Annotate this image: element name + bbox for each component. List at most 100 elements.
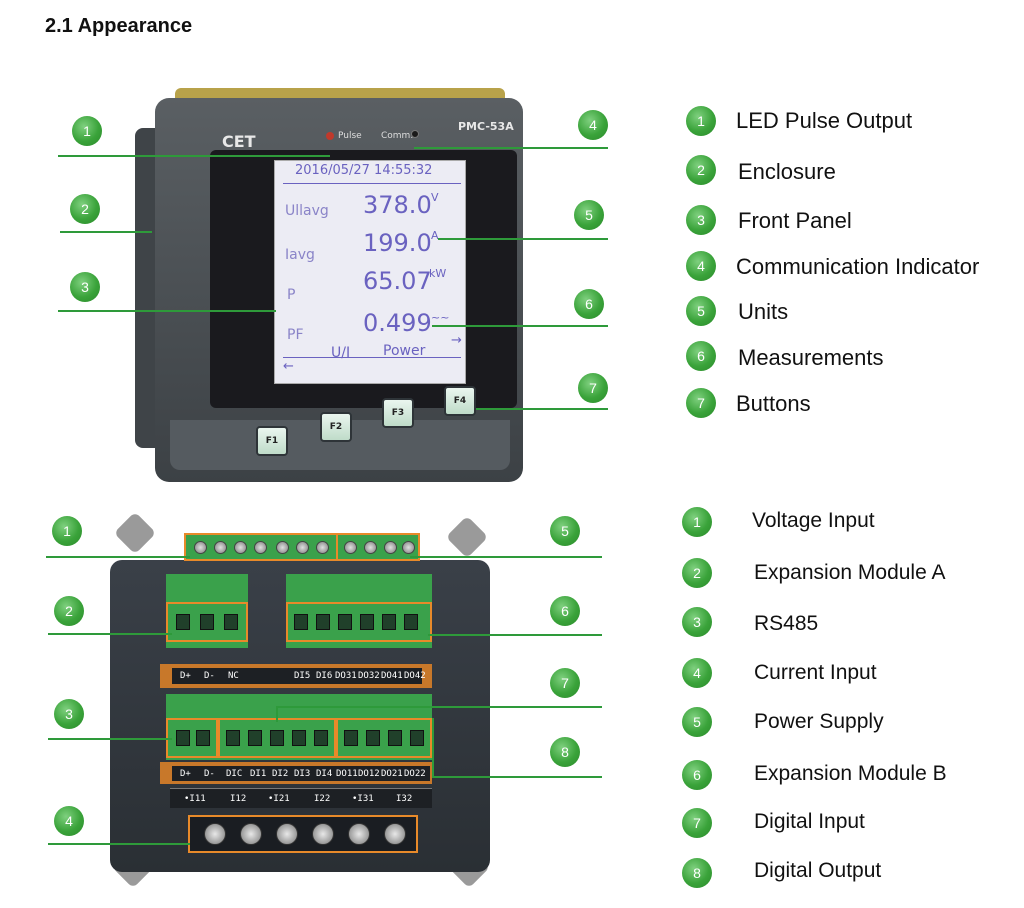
comm-led-label: Comm. xyxy=(381,131,414,141)
terminal-label: DO31 xyxy=(335,671,357,681)
lcd-datetime: 2016/05/27 14:55:32 xyxy=(295,163,433,178)
callout-line xyxy=(60,231,152,233)
screw xyxy=(194,541,207,554)
lcd-nav-tab-ui: U/I xyxy=(331,345,351,361)
terminal-label: DI1 xyxy=(250,769,267,779)
legend-badge: 7 xyxy=(682,808,712,838)
socket xyxy=(294,614,308,630)
screw xyxy=(384,823,406,845)
terminal-label: D+ xyxy=(180,769,191,779)
lcd-row-value: 65.07 xyxy=(363,267,432,295)
terminal-label: I22 xyxy=(314,794,331,804)
callout-line xyxy=(276,706,602,708)
callout-badge: 3 xyxy=(70,272,100,302)
callout-badge: 5 xyxy=(574,200,604,230)
screw xyxy=(240,823,262,845)
lcd-row-unit: V xyxy=(431,191,439,204)
lcd-divider xyxy=(283,357,461,358)
callout-line xyxy=(432,718,434,778)
callout-badge: 2 xyxy=(54,596,84,626)
legend-badge: 5 xyxy=(686,296,716,326)
current-input-terminal xyxy=(188,815,418,853)
socket xyxy=(338,614,352,630)
callout-line xyxy=(48,843,190,845)
callout-badge: 6 xyxy=(574,289,604,319)
socket xyxy=(176,614,190,630)
terminal-label: DI3 xyxy=(294,769,311,779)
screw xyxy=(296,541,309,554)
f3-key[interactable]: F3 xyxy=(382,398,414,428)
meter-logo: CET xyxy=(222,132,256,151)
callout-line xyxy=(46,556,190,558)
screw xyxy=(204,823,226,845)
socket xyxy=(316,614,330,630)
screw xyxy=(348,823,370,845)
divider xyxy=(336,533,338,561)
legend-label: RS485 xyxy=(754,612,819,635)
legend-label: Buttons xyxy=(736,391,811,416)
terminal-label: DIC xyxy=(226,769,243,779)
lcd-row-value: 378.0 xyxy=(363,191,432,219)
callout-line xyxy=(434,776,602,778)
bottom-label-plate xyxy=(172,766,430,781)
legend-label: Digital Input xyxy=(754,810,865,833)
socket xyxy=(248,730,262,746)
legend-label: Front Panel xyxy=(738,208,852,233)
callout-badge: 5 xyxy=(550,516,580,546)
callout-line xyxy=(58,155,330,157)
terminal-label: DI2 xyxy=(272,769,289,779)
expansion-module-b-terminal xyxy=(286,602,432,642)
callout-badge: 8 xyxy=(550,737,580,767)
terminal-label: DO41 xyxy=(381,671,403,681)
lcd-row-name: Ullavg xyxy=(285,203,329,219)
pulse-led-label: Pulse xyxy=(338,131,362,141)
callout-line xyxy=(432,325,608,327)
legend-badge: 2 xyxy=(686,155,716,185)
terminal-label: NC xyxy=(228,671,239,681)
f4-key[interactable]: F4 xyxy=(444,386,476,416)
section-title: 2.1 Appearance xyxy=(45,15,193,37)
lcd-nav-right-arrow: → xyxy=(451,333,462,348)
legend-badge: 4 xyxy=(686,251,716,281)
callout-line xyxy=(428,634,602,636)
lcd-row-unit: A xyxy=(431,229,439,242)
legend-label: Power Supply xyxy=(754,710,884,733)
legend-label: Communication Indicator xyxy=(736,254,980,279)
socket xyxy=(224,614,238,630)
legend-label: Expansion Module A xyxy=(754,561,946,584)
terminal-label: D- xyxy=(204,671,215,681)
legend-badge: 2 xyxy=(682,558,712,588)
screw xyxy=(276,541,289,554)
callout-badge: 4 xyxy=(578,110,608,140)
terminal-label: DO22 xyxy=(404,769,426,779)
legend-badge: 3 xyxy=(686,205,716,235)
mounting-clip xyxy=(113,511,157,555)
screw xyxy=(384,541,397,554)
socket xyxy=(314,730,328,746)
screw xyxy=(254,541,267,554)
f2-key[interactable]: F2 xyxy=(320,412,352,442)
terminal-label: D+ xyxy=(180,671,191,681)
legend-label: Expansion Module B xyxy=(754,762,947,785)
screw xyxy=(276,823,298,845)
screw xyxy=(214,541,227,554)
callout-line xyxy=(48,738,172,740)
terminal-label: •I31 xyxy=(352,794,374,804)
lcd-screen: 2016/05/27 14:55:32 Ullavg 378.0 V Iavg … xyxy=(274,160,466,384)
socket xyxy=(176,730,190,746)
screw xyxy=(364,541,377,554)
callout-badge: 4 xyxy=(54,806,84,836)
terminal-label: •I11 xyxy=(184,794,206,804)
socket xyxy=(344,730,358,746)
top-label-plate xyxy=(172,668,422,684)
legend-badge: 6 xyxy=(686,341,716,371)
legend-badge: 8 xyxy=(682,858,712,888)
lcd-row-name: Iavg xyxy=(285,247,315,263)
comm-led xyxy=(411,130,419,138)
f1-key[interactable]: F1 xyxy=(256,426,288,456)
legend-label: Current Input xyxy=(754,661,877,684)
callout-badge: 2 xyxy=(70,194,100,224)
legend-badge: 6 xyxy=(682,760,712,790)
socket xyxy=(292,730,306,746)
terminal-label: I32 xyxy=(396,794,413,804)
